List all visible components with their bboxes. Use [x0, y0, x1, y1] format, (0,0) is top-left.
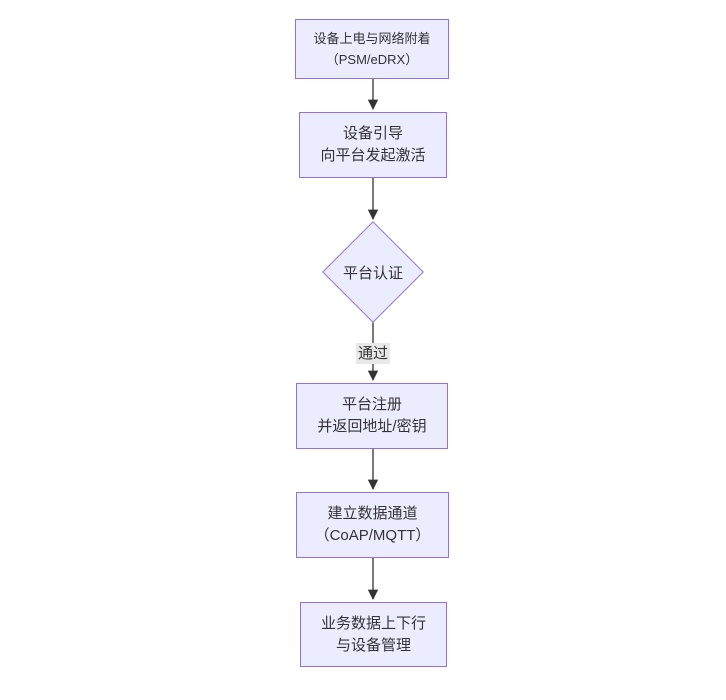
- node-text-line: 平台注册: [341, 396, 402, 413]
- node-text-line: 设备引导: [342, 125, 403, 142]
- node-text-line: 向平台发起激活: [320, 147, 426, 164]
- node-text-line: （PSM/eDRX）: [325, 52, 419, 67]
- node-text-line: 与设备管理: [335, 636, 411, 654]
- node-platform-auth: 平台认证: [342, 264, 403, 282]
- node-platform-register: 平台注册 并返回地址/密钥: [296, 383, 448, 449]
- node-text-line: 并返回地址/密钥: [317, 418, 427, 435]
- node-business-data: 业务数据上下行 与设备管理: [300, 602, 447, 667]
- node-text-line: 业务数据上下行: [320, 614, 426, 632]
- edge-label-pass: 通过: [355, 343, 391, 364]
- node-text-line: （CoAP/MQTT）: [314, 527, 431, 544]
- node-power-network-attach: 设备上电与网络附着 （PSM/eDRX）: [295, 19, 449, 79]
- node-data-channel: 建立数据通道 （CoAP/MQTT）: [296, 492, 449, 558]
- node-text-line: 设备上电与网络附着: [313, 31, 431, 46]
- node-device-bootstrap: 设备引导 向平台发起激活: [299, 112, 447, 178]
- node-text-line: 建立数据通道: [327, 505, 418, 522]
